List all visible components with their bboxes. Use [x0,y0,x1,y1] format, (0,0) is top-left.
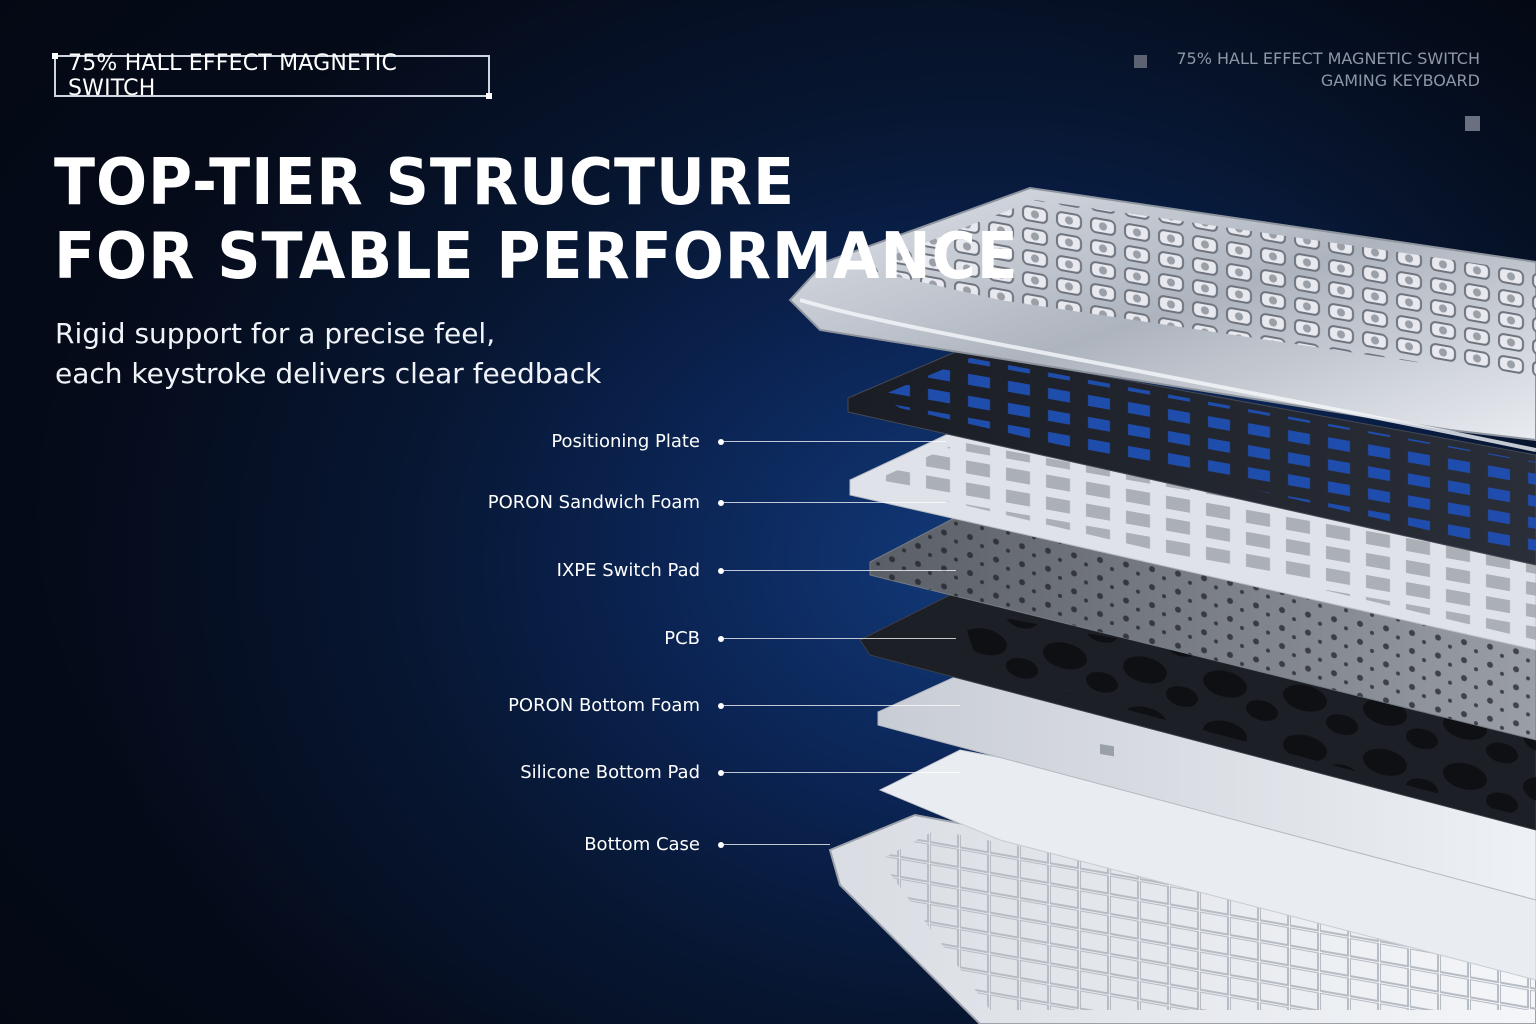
bottom-case-layer [828,813,1536,1024]
callout-pcb: PCB [0,624,960,654]
callout-label: Positioning Plate [551,431,700,452]
page-subheadline: Rigid support for a precise feel, each k… [55,314,601,394]
positioning-plate-layer [847,349,1536,566]
product-badge: 75% HALL EFFECT MAGNETIC SWITCH [52,51,492,101]
pcb-layer [859,594,1536,831]
decorative-square [1134,55,1147,68]
callout-label: Bottom Case [584,834,700,855]
callout-dot [718,703,724,709]
product-descriptor: 75% HALL EFFECT MAGNETIC SWITCH GAMING K… [1176,48,1480,92]
silicone-bottom-pad-layer [878,749,1536,981]
callout-leader-line [724,502,946,503]
decorative-square [1465,116,1480,131]
callout-ixpe-switch-pad: IXPE Switch Pad [0,556,960,586]
poron-sandwich-foam-layer [849,432,1536,651]
callout-dot [718,568,724,574]
callout-leader-line [724,638,956,639]
callout-dot [718,770,724,776]
callout-poron-sandwich-foam: PORON Sandwich Foam [0,488,960,518]
page-headline: TOP-TIER STRUCTURE FOR STABLE PERFORMANC… [54,146,1019,294]
callout-label: IXPE Switch Pad [556,560,700,581]
product-descriptor-line-1: 75% HALL EFFECT MAGNETIC SWITCH [1176,49,1480,68]
callout-silicone-bottom-pad: Silicone Bottom Pad [0,758,960,788]
ixpe-switch-pad-layer [869,514,1536,741]
subheadline-line-2: each keystroke delivers clear feedback [55,357,602,390]
badge-corner-marker [52,53,58,59]
callout-label: Silicone Bottom Pad [520,762,700,783]
callout-leader-line [724,844,830,845]
product-descriptor-line-2: GAMING KEYBOARD [1320,71,1480,90]
badge-label: 75% HALL EFFECT MAGNETIC SWITCH [68,51,398,101]
callout-dot [718,500,724,506]
callout-label: PORON Bottom Foam [508,695,700,716]
callout-leader-line [724,772,960,773]
callout-leader-line [724,705,960,706]
callout-label: PCB [664,628,700,649]
callout-label: PORON Sandwich Foam [487,492,700,513]
callout-positioning-plate: Positioning Plate [0,427,960,457]
callout-dot [718,842,724,848]
callout-poron-bottom-foam: PORON Bottom Foam [0,691,960,721]
subheadline-line-1: Rigid support for a precise feel, [55,317,496,350]
callout-dot [718,439,724,445]
badge-corner-marker [486,93,492,99]
callout-leader-line [724,570,956,571]
callout-dot [718,636,724,642]
top-case-layer [788,186,1536,452]
callout-leader-line [724,441,946,442]
callout-bottom-case: Bottom Case [0,830,960,860]
headline-line-2: FOR STABLE PERFORMANCE [54,220,1019,294]
headline-line-1: TOP-TIER STRUCTURE [54,146,796,220]
